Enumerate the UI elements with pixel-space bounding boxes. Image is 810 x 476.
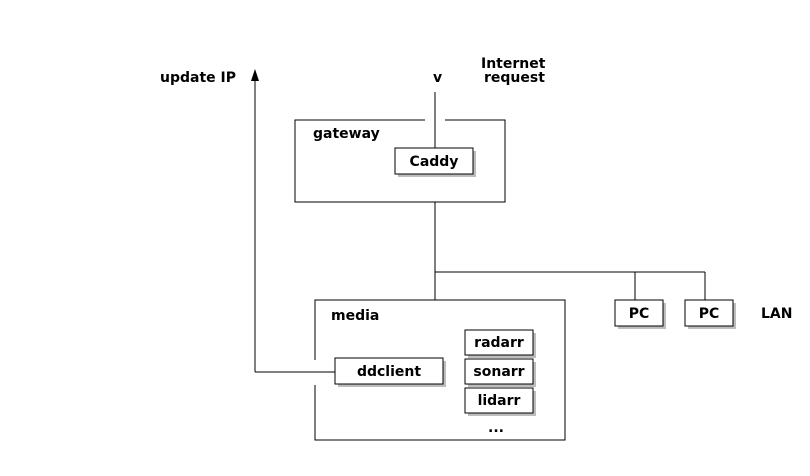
- internet-label: Internet: [481, 56, 546, 72]
- gateway-label: gateway: [313, 126, 380, 142]
- lidarr-box: [464, 387, 534, 414]
- pc-box-1: [614, 299, 664, 327]
- ddclient-box: [334, 357, 444, 385]
- pc-label-1: PC: [629, 306, 650, 322]
- lan-label: LAN: [761, 306, 792, 322]
- media-label: media: [331, 308, 379, 324]
- update-ip-label: update IP: [160, 70, 236, 86]
- pc-box-2: [684, 299, 734, 327]
- ddclient-label: ddclient: [357, 364, 421, 380]
- sonarr-box: [464, 358, 534, 385]
- update-ip-arrowhead: [251, 69, 259, 81]
- radarr-label: radarr: [474, 335, 524, 351]
- sonarr-label: sonarr: [473, 364, 524, 380]
- media-frame: [314, 299, 566, 441]
- ellipsis-label: ...: [488, 420, 504, 436]
- lidarr-label: lidarr: [478, 393, 521, 409]
- request-label: request: [484, 70, 545, 86]
- caddy-box: [394, 147, 474, 175]
- gateway-frame: [294, 119, 506, 203]
- pc-label-2: PC: [699, 306, 720, 322]
- caddy-label: Caddy: [410, 154, 459, 170]
- v-label: v: [433, 70, 442, 86]
- radarr-box: [464, 329, 534, 356]
